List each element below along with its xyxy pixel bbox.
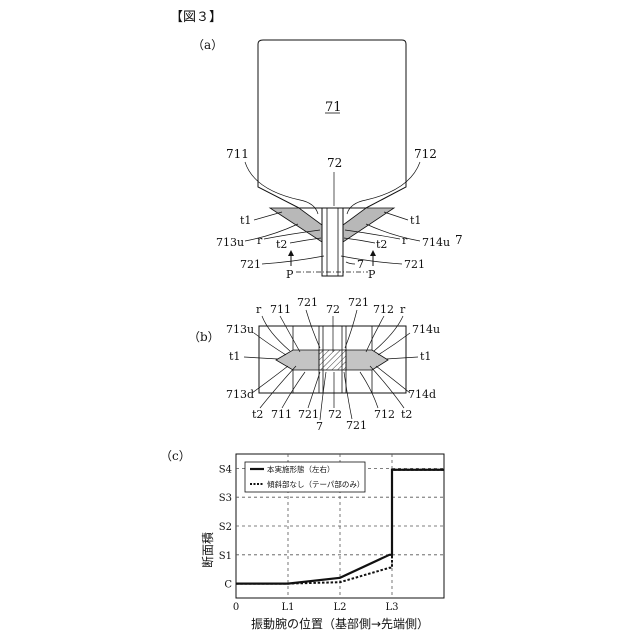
chart-legend: 本実施形態（左右） 傾斜部なし（テーパ部のみ） (245, 462, 365, 492)
chart-y-tick-label: S3 (219, 493, 232, 504)
label-p-left: P (286, 268, 294, 281)
b-label-721-br: 721 (346, 419, 367, 432)
panel-a-label: （a） (192, 38, 223, 52)
panel-b-label: （b） (188, 330, 220, 344)
b-label-t1-l: t1 (229, 350, 240, 363)
label-p-right: P (368, 268, 376, 281)
label-713u: 713u (216, 236, 244, 249)
chart-y-tick-label: C (224, 580, 232, 591)
b-label-t1-r: t1 (420, 350, 431, 363)
b-label-711-t: 711 (270, 303, 291, 316)
b-label-72-b: 72 (328, 408, 342, 421)
label-t1-left: t1 (240, 214, 251, 227)
b-label-t2-l: t2 (252, 408, 263, 421)
label-r-left: r (257, 234, 263, 247)
b-label-714u: 714u (412, 323, 440, 336)
b-label-7-b: 7 (316, 420, 323, 433)
chart-x-tick-label: L3 (385, 602, 398, 613)
legend-label-solid: 本実施形態（左右） (267, 464, 335, 474)
panel-c-label: （c） (160, 449, 191, 463)
b-label-r-tl: r (256, 303, 262, 316)
legend-label-dashed: 傾斜部なし（テーパ部のみ） (267, 479, 364, 489)
b-label-712-t: 712 (373, 303, 394, 316)
b-label-72-t: 72 (326, 303, 340, 316)
label-72: 72 (327, 156, 342, 170)
b-label-712-b: 712 (374, 408, 395, 421)
b-label-721-tr: 721 (348, 296, 369, 309)
chart-y-tick-label: S1 (219, 551, 232, 562)
panel-b: （b） r 711 721 72 721 712 r (188, 296, 440, 433)
chart-x-tick-label: L1 (281, 602, 294, 613)
label-712: 712 (414, 147, 437, 161)
b-label-t2-r: t2 (401, 408, 412, 421)
chart-x-tick-label: 0 (233, 602, 239, 613)
beam-72-section (319, 350, 346, 370)
label-7-mid: 7 (357, 258, 364, 271)
label-t1-right: t1 (410, 214, 421, 227)
chart-y-tick-label: S2 (219, 522, 232, 533)
chart-y-axis-label: 断面積 (200, 532, 215, 568)
label-7-right: 7 (455, 233, 463, 247)
beam-72 (322, 208, 343, 276)
b-label-711-b: 711 (271, 408, 292, 421)
figure-title: 【図３】 (170, 10, 222, 25)
label-t2-right: t2 (376, 238, 387, 251)
b-label-721-tl: 721 (297, 296, 318, 309)
label-r-right: r (402, 234, 408, 247)
b-label-713d: 713d (226, 388, 254, 401)
b-label-713u: 713u (226, 323, 254, 336)
b-label-r-tr: r (400, 303, 406, 316)
label-t2-left: t2 (276, 238, 287, 251)
label-721-left: 721 (240, 258, 261, 271)
chart-x-tick-label: L2 (333, 602, 346, 613)
panel-a: （a） 71 72 711 712 t1 t1 713u 714u r (192, 38, 463, 281)
panel-c: （c） 0 L1 L2 L3 C S1 S2 S3 S4 本実施形態（左右） 傾斜部なし（テーパ… (160, 449, 444, 631)
label-714u: 714u (422, 236, 450, 249)
b-label-714d: 714d (408, 388, 436, 401)
chart-y-tick-label: S4 (219, 464, 232, 475)
body-71-outline (258, 40, 406, 216)
label-711: 711 (226, 147, 249, 161)
chart-x-axis-label: 振動腕の位置（基部側→先端側） (251, 616, 429, 631)
label-721-right: 721 (404, 258, 425, 271)
